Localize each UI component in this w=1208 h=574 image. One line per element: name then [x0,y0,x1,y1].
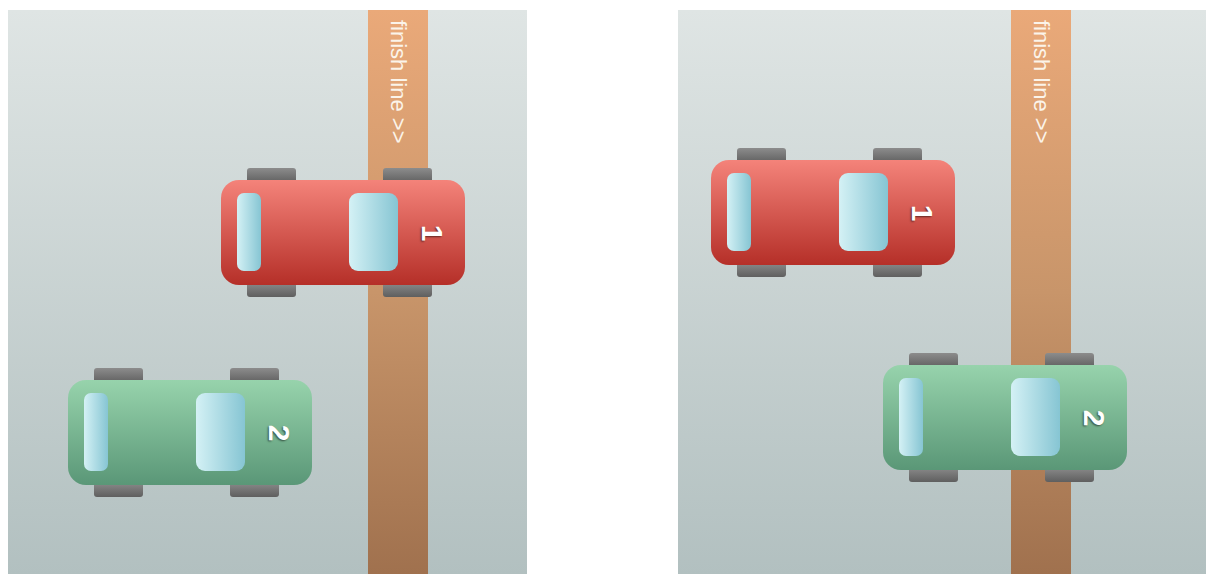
car-shell [711,160,955,265]
finish-line-label: finish line >> [1030,20,1052,144]
rear-window [84,393,108,471]
road-panel [8,10,527,574]
rear-window [899,378,923,456]
windshield [196,393,245,471]
green-car: 2 [883,365,1127,470]
road-panel [678,10,1206,574]
rear-window [727,173,751,251]
car-shell [68,380,312,485]
windshield [349,193,398,271]
windshield [839,173,888,251]
car-shell [221,180,465,285]
car-number: 2 [264,424,294,441]
car-number: 2 [1079,409,1109,426]
red-car: 1 [221,180,465,285]
finish-line-label: finish line >> [387,20,409,144]
green-car: 2 [68,380,312,485]
finish-line: finish line >> [1011,10,1071,574]
red-car: 1 [711,160,955,265]
windshield [1011,378,1060,456]
car-number: 1 [907,204,937,221]
car-number: 1 [417,224,447,241]
car-shell [883,365,1127,470]
rear-window [237,193,261,271]
